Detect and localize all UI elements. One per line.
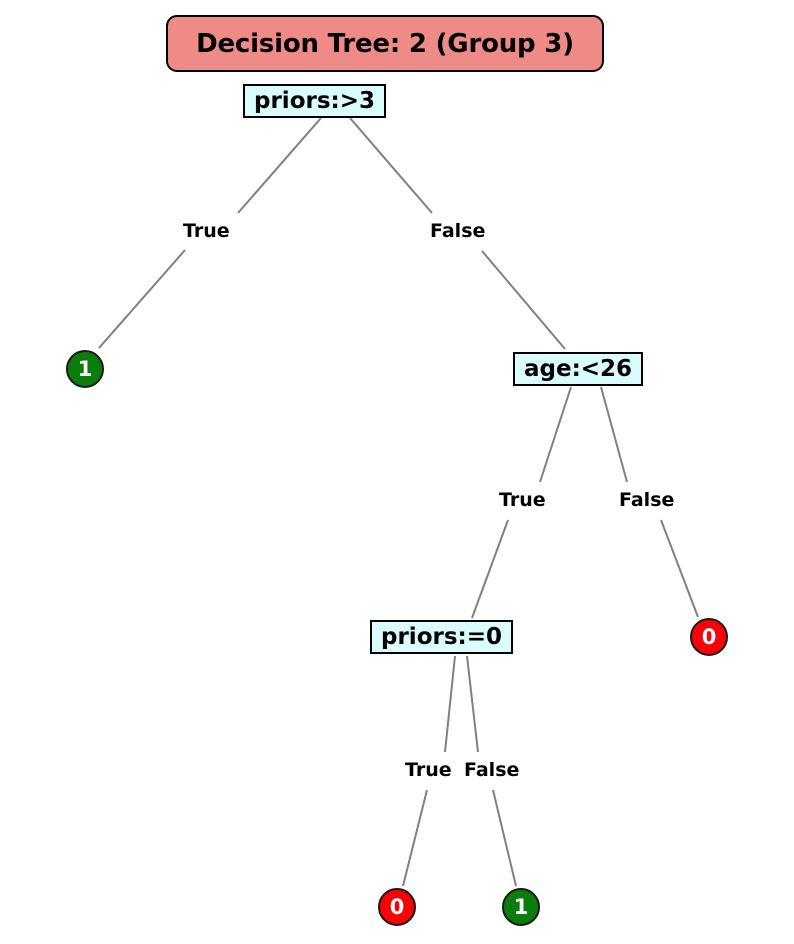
edge-age-true-lower <box>471 519 509 619</box>
edge-priors0-false-upper <box>466 655 479 753</box>
decision-node-age-label: age:<26 <box>524 355 633 382</box>
leaf-node-priors-eq0-true[interactable]: 0 <box>378 888 416 926</box>
edge-age-false-lower <box>660 519 699 618</box>
edge-priors0-true-upper <box>444 655 456 753</box>
edge-priors0-false-lower <box>492 789 517 887</box>
edge-root-true-upper <box>237 117 322 214</box>
edge-age-true-upper <box>539 386 572 483</box>
edge-root-true-lower <box>98 249 186 349</box>
decision-node-root-label: priors:>3 <box>254 87 375 114</box>
leaf-node-priors-eq0-false[interactable]: 1 <box>502 888 540 926</box>
leaf-node-age-false[interactable]: 0 <box>690 618 728 656</box>
chart-title-banner: Decision Tree: 2 (Group 3) <box>166 15 604 72</box>
leaf-node-root-true-label: 1 <box>77 356 93 381</box>
edge-label-root-true: True <box>181 220 232 243</box>
edge-root-false-upper <box>349 117 433 214</box>
page-title: Decision Tree: 2 (Group 3) <box>196 28 574 59</box>
edge-priors0-true-lower <box>402 789 428 887</box>
decision-node-priors-eq0-label: priors:=0 <box>381 623 502 650</box>
edge-label-priors-eq0-true: True <box>403 759 454 782</box>
leaf-node-age-false-label: 0 <box>701 624 717 649</box>
edge-age-false-upper <box>600 386 628 483</box>
decision-node-priors-eq0[interactable]: priors:=0 <box>370 620 513 654</box>
edge-label-priors-eq0-false: False <box>462 759 522 782</box>
decision-node-age[interactable]: age:<26 <box>513 352 644 386</box>
leaf-node-priors-eq0-false-label: 1 <box>513 894 529 919</box>
edge-label-root-false: False <box>428 220 488 243</box>
edge-label-age-false: False <box>617 489 677 512</box>
leaf-node-root-true[interactable]: 1 <box>66 350 104 388</box>
edge-label-age-true: True <box>497 489 548 512</box>
decision-node-root[interactable]: priors:>3 <box>243 84 386 118</box>
leaf-node-priors-eq0-true-label: 0 <box>389 894 405 919</box>
edge-root-false-lower <box>481 250 566 350</box>
